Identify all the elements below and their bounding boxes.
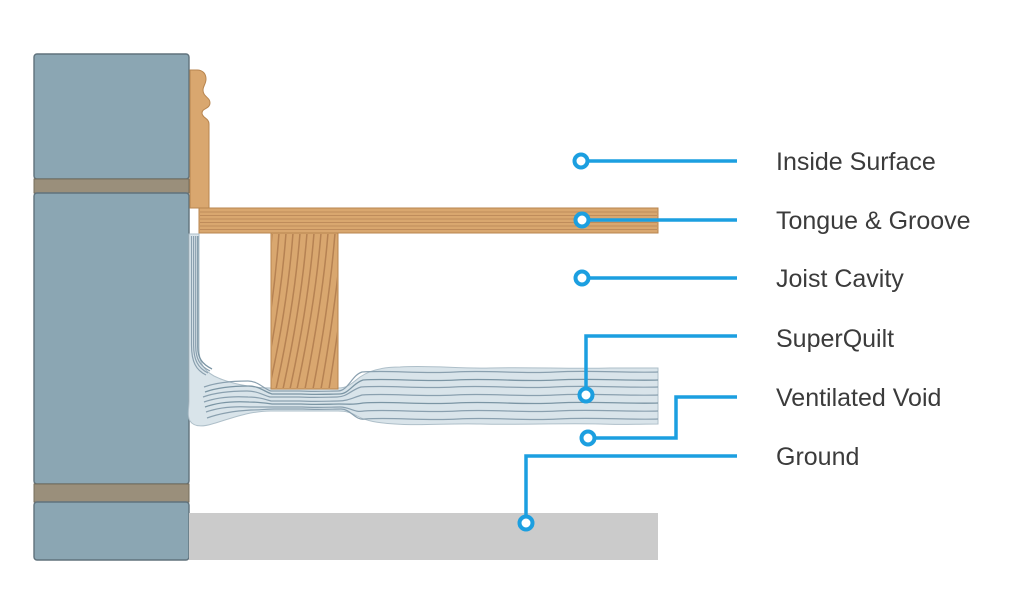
callout-marker	[572, 152, 590, 170]
label-inside-surface: Inside Surface	[776, 148, 936, 176]
insulation-foil-line	[203, 393, 659, 403]
callout-marker	[577, 386, 595, 404]
label-superquilt: SuperQuilt	[776, 325, 894, 353]
callout-marker	[579, 429, 597, 447]
mortar-joint	[33, 178, 190, 194]
insulation-foil-line	[202, 385, 659, 399]
callout-ventilated-void	[579, 395, 737, 447]
label-joist-cavity: Joist Cavity	[776, 265, 904, 293]
callout-marker	[517, 514, 535, 532]
floor-joist	[270, 232, 339, 390]
callout-inside-surface	[572, 152, 737, 170]
insulation-foil-line	[203, 370, 659, 393]
insulation-foil-line	[205, 406, 659, 413]
insulation-foil-line	[206, 408, 659, 421]
label-tongue-groove: Tongue & Groove	[776, 207, 971, 235]
wall-block	[33, 501, 190, 561]
insulation-foil-line	[193, 236, 209, 374]
insulation-foil-line	[195, 236, 211, 372]
superquilt-insulation	[187, 233, 659, 427]
callout-joist-cavity	[573, 269, 737, 287]
callout-line	[584, 334, 737, 388]
label-ventilated-void: Ventilated Void	[776, 384, 941, 412]
wall-block	[33, 192, 190, 485]
wall-block	[33, 53, 190, 180]
insulation-foil-line	[190, 236, 207, 376]
callout-line	[524, 454, 737, 516]
callout-line	[596, 395, 737, 440]
ground-slab	[189, 513, 658, 560]
callout-marker	[573, 211, 591, 229]
skirting-board	[189, 69, 211, 209]
insulation-foil-line	[204, 378, 659, 396]
mortar-joint	[33, 483, 190, 503]
callout-superquilt	[577, 334, 737, 404]
insulation-foil-line	[204, 401, 659, 408]
callout-tongue-groove	[573, 211, 737, 229]
label-ground: Ground	[776, 443, 859, 471]
callout-ground	[517, 454, 737, 532]
callout-marker	[573, 269, 591, 287]
joist-grain	[272, 234, 337, 388]
masonry-wall	[33, 53, 190, 561]
insulation-foil-line	[197, 236, 213, 370]
tongue-groove-floorboard	[198, 207, 659, 234]
